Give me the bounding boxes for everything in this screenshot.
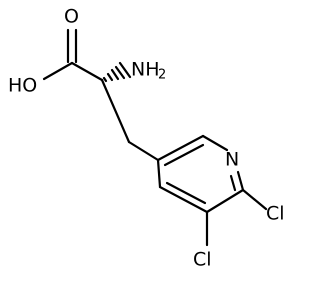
bond-c6-cl [241, 188, 268, 211]
atom-amino-nh: NH [131, 59, 160, 81]
bond-calpha-ch2 [100, 78, 131, 144]
atom-carbonyl-oxygen: O [64, 6, 79, 28]
bond-c-calpha [70, 61, 104, 82]
atom-amino-group: NH 2 [131, 59, 166, 83]
hash-4 [114, 65, 126, 80]
bond-ring-n-c6 [236, 170, 245, 192]
atom-amino-subscript: 2 [158, 68, 166, 83]
hash-3 [110, 68, 120, 81]
bond-ring-n-c6-inner [229, 174, 237, 192]
hash-1 [102, 76, 108, 83]
bond-ring-c6-c5 [205, 188, 245, 214]
hash-5 [118, 61, 132, 79]
bond-layer [42, 28, 268, 247]
hash-2 [106, 72, 114, 82]
bond-ring-c5-c4 [158, 185, 209, 214]
bond-ring-c4-c3 [156, 158, 162, 189]
stereo-hash-wedge [102, 61, 132, 83]
bond-ring-c2-n [201, 134, 229, 152]
bond-c-oh [42, 61, 74, 81]
atom-ring-nitrogen: N [225, 149, 239, 171]
atom-chlorine-1: Cl [266, 203, 285, 225]
chemical-structure: O HO NH 2 N Cl Cl [8, 6, 285, 271]
bond-ring-c5-c4-inner [165, 181, 207, 205]
atom-chlorine-2: Cl [193, 249, 212, 271]
bond-ring-c3-c2 [156, 134, 205, 162]
bond-ring-c3-c2-inner [163, 143, 205, 167]
bond-ch2-ring [127, 140, 160, 162]
atom-hydroxyl: HO [8, 75, 37, 97]
